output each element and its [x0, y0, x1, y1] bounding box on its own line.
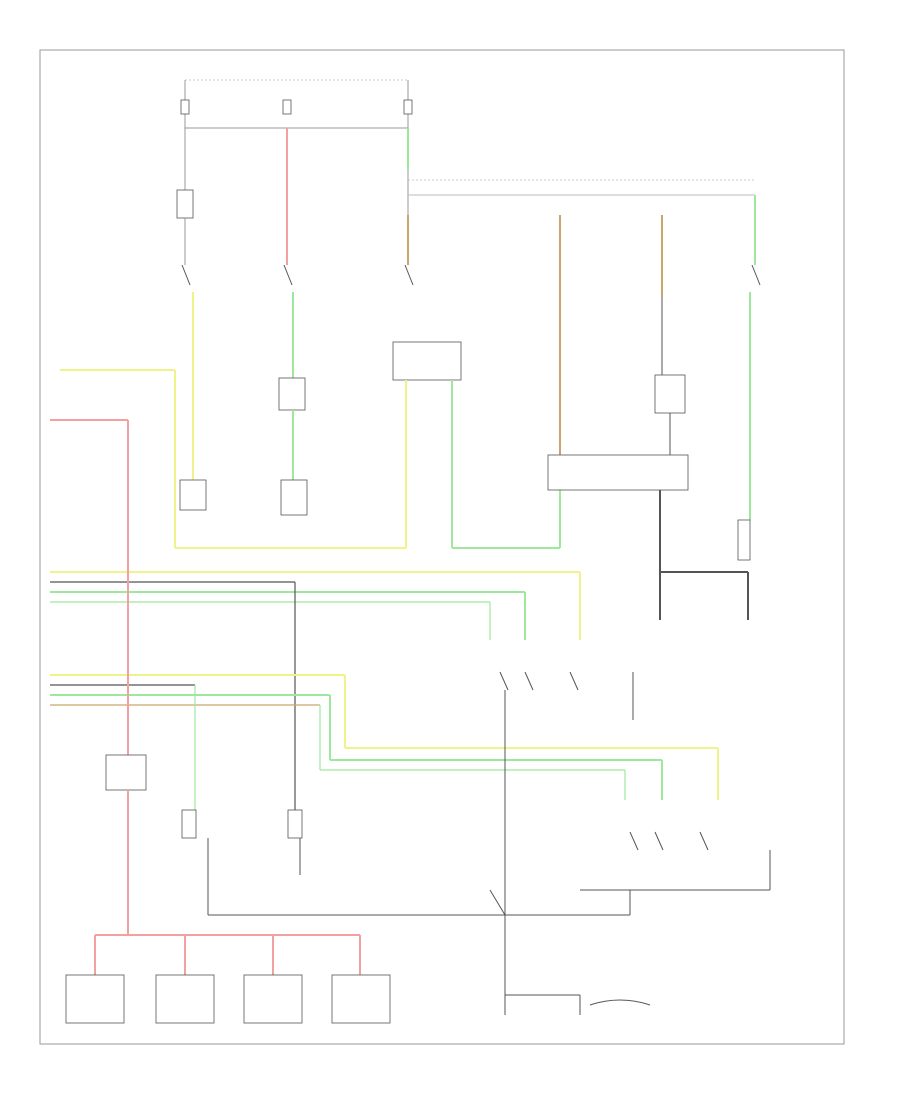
lamp-switch-1: [181, 809, 197, 839]
relay-far-right: [737, 519, 751, 561]
harness-lower: [50, 674, 719, 810]
fuse-middle: [282, 99, 292, 115]
right-relay-group: [654, 195, 761, 620]
harness-upper: [50, 571, 581, 810]
relay-2: [155, 974, 215, 1024]
relay-1: [65, 974, 125, 1024]
junction-connector-left: [176, 189, 194, 219]
fuse-right: [403, 99, 413, 115]
junction-connector-center: [392, 341, 462, 381]
fuse-left: [180, 99, 190, 115]
relay-switch-far-right: [751, 264, 761, 286]
relay-4: [331, 974, 391, 1024]
top-bus: [184, 79, 409, 129]
relay-switch-center: [404, 264, 414, 286]
relay-3: [243, 974, 303, 1024]
lamp-switch-2: [287, 809, 303, 839]
turn-signal-flasher: [105, 754, 147, 791]
left-headlight-circuit: [60, 128, 406, 549]
relay-switch-left: [181, 264, 191, 286]
bottom-relays: [65, 974, 391, 1024]
right-headlight: [280, 479, 308, 516]
ground-bottom: [505, 994, 651, 1015]
right-headlight-circuit: [278, 128, 308, 516]
diagram-frame: [39, 49, 845, 1045]
turn-switch-upper: [499, 671, 634, 1015]
left-headlight: [179, 479, 207, 511]
daytime-running-branch: [392, 128, 755, 549]
relay-switch-right: [283, 264, 293, 286]
red-feed: [50, 419, 361, 975]
front-lamp-switches: [181, 809, 631, 916]
daytime-running-light-module: [547, 454, 689, 491]
turn-switch-lower: [489, 831, 771, 916]
junction-connector-mid: [278, 377, 306, 411]
junction-connector-right: [654, 374, 686, 414]
